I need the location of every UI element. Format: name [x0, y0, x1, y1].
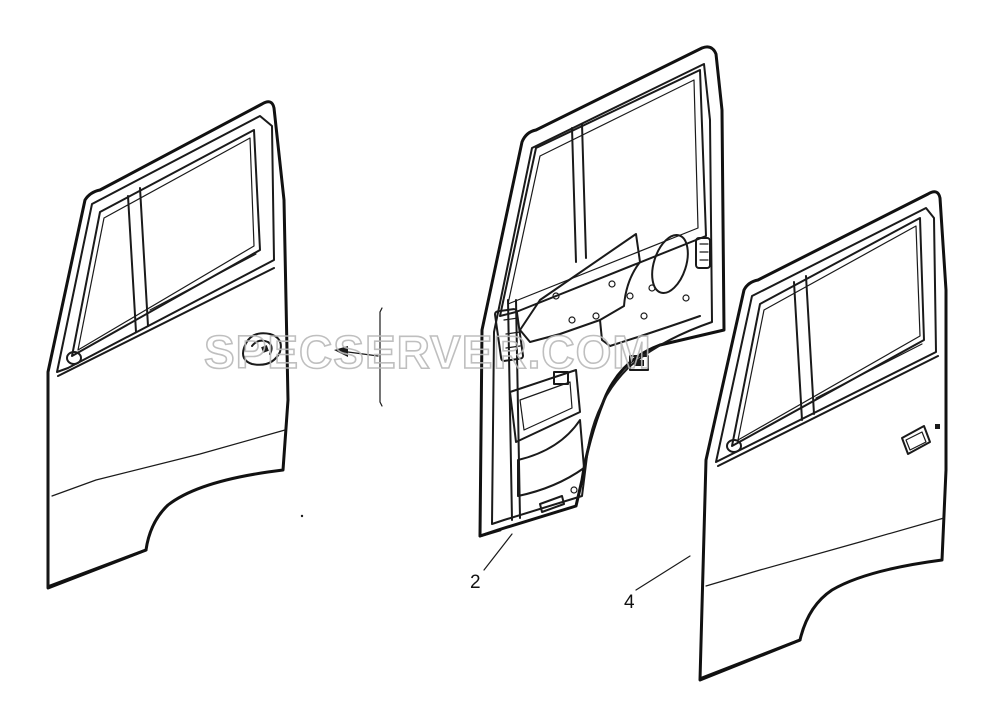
right-lower-sill: [700, 638, 802, 680]
left-window-divider: [127, 187, 149, 333]
middle-inner-flange: [491, 63, 713, 525]
left-lower-crease: [51, 429, 286, 497]
middle-lower-sill: [478, 528, 502, 538]
middle-window-glass-edge: [507, 79, 699, 305]
middle-door-outline: [478, 45, 726, 538]
stray-dot: [300, 514, 304, 518]
middle-hinge-upper: [695, 237, 711, 269]
right-window-frame-inner: [715, 207, 937, 463]
left-window-frame-inner: [56, 115, 275, 373]
middle-door-inner-panel: [478, 45, 726, 538]
middle-inner-handle-pocket: [509, 369, 581, 443]
left-lower-sill: [48, 548, 148, 588]
left-window-divider-lower: [149, 253, 257, 311]
middle-bolt-holes: [552, 280, 690, 494]
right-window-glass-edge: [737, 225, 921, 441]
left-door-outer-panel: [46, 100, 290, 590]
right-window-divider: [793, 275, 815, 421]
right-lower-crease: [705, 517, 945, 587]
left-belt-line: [57, 267, 275, 377]
right-mirror-mount: [726, 439, 742, 453]
middle-inner-panel-recess: [599, 315, 701, 347]
handle-exploded-bracket: [334, 307, 383, 407]
right-handle-recess: [901, 424, 940, 455]
middle-drain-slot: [539, 495, 565, 513]
callout-part-2: 2: [470, 533, 513, 593]
left-door-outline: [46, 100, 290, 590]
right-door-outline: [698, 190, 948, 682]
right-window-divider-lower: [815, 343, 923, 399]
middle-window-frame: [499, 69, 707, 317]
callout-4-leader: [635, 555, 691, 591]
callout-part-4: 4: [624, 555, 691, 613]
callout-2-label: 2: [470, 572, 481, 593]
middle-inner-panel-upper: [519, 233, 641, 343]
left-door-handle: [242, 332, 282, 366]
middle-hinge-lower: [494, 308, 524, 362]
callout-4-label: 4: [624, 592, 635, 613]
right-belt-line: [717, 355, 939, 467]
middle-oval-opening: [651, 234, 689, 294]
middle-lower-pocket: [517, 419, 585, 497]
middle-window-divider: [571, 123, 587, 263]
left-window-glass-edge: [77, 137, 255, 351]
left-mirror-mount: [66, 351, 82, 365]
right-door-outer-panel: [698, 190, 948, 682]
middle-regulator-channel: [507, 299, 521, 521]
middle-lock-latch: [629, 355, 649, 371]
watermark-text: SPECSERVER.COM: [204, 326, 652, 378]
callout-2-leader: [483, 533, 513, 571]
